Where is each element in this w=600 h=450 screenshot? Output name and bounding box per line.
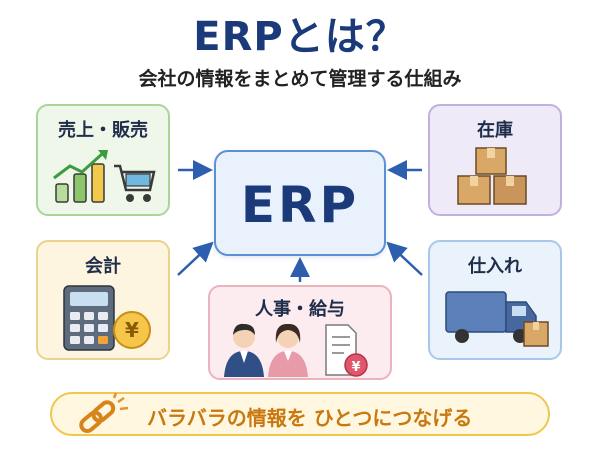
module-accounting-label: 会計	[85, 256, 121, 277]
module-hr-payroll: 人事・給与 ¥	[208, 285, 392, 380]
module-hr-label: 人事・給与	[255, 299, 345, 320]
arrow-purchasing-to-erp	[386, 241, 423, 276]
employees-and-payslip-icon: ¥	[224, 323, 368, 377]
erp-center: ERP	[214, 150, 386, 256]
module-purchasing-label: 仕入れ	[468, 256, 522, 277]
arrow-accounting-to-erp	[177, 241, 214, 276]
delivery-truck-icon	[445, 291, 549, 347]
module-inventory: 在庫	[428, 104, 562, 216]
page-title: ERPとは？	[193, 14, 407, 60]
summary-message: バラバラの情報を ひとつにつなげる	[147, 406, 473, 430]
chain-link-icon	[79, 392, 129, 433]
calculator-with-yen-coin-icon: ¥	[63, 285, 151, 351]
module-inventory-label: 在庫	[477, 120, 513, 141]
module-sales: 売上・販売	[36, 104, 170, 216]
summary-banner: バラバラの情報を ひとつにつなげる	[50, 392, 550, 436]
sales-growth-chart-with-cart-icon	[53, 150, 156, 203]
stacked-boxes-icon	[457, 147, 527, 205]
module-sales-label: 売上・販売	[58, 120, 148, 141]
erp-center-label: ERP	[240, 176, 360, 234]
page-subtitle: 会社の情報をまとめて管理する仕組み	[138, 68, 462, 90]
svg-text:¥: ¥	[351, 360, 360, 375]
module-accounting: 会計 ¥	[36, 240, 170, 360]
module-purchasing: 仕入れ	[428, 240, 562, 360]
svg-text:¥: ¥	[125, 318, 139, 342]
